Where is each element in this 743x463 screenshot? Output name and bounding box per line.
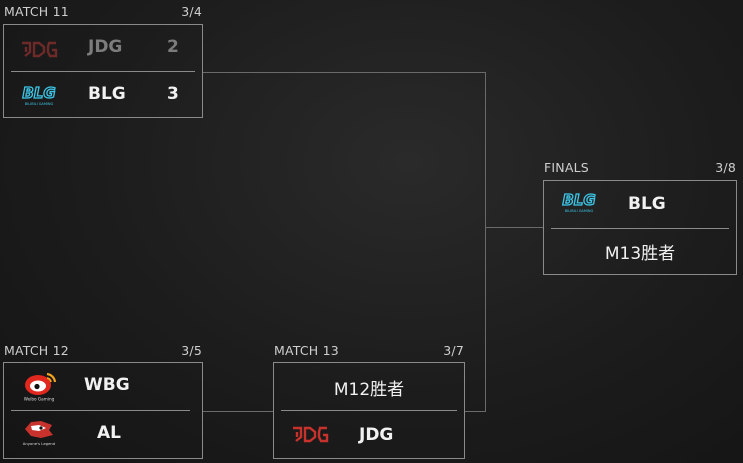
connector-m13-h: [465, 411, 486, 412]
match-12-date: 3/5: [181, 343, 202, 358]
match-13-team2-name: JDG: [359, 425, 394, 445]
match-12-label: MATCH 12: [4, 343, 69, 358]
finals-card[interactable]: BLG BILIBILI GAMING BLG M13胜者: [543, 180, 737, 275]
match-11-card[interactable]: JDG 2 BLG BILIBILI GAMING BLG 3: [3, 24, 203, 118]
match-13-team2-row[interactable]: JDG: [274, 411, 464, 458]
jdg-logo-icon: [19, 34, 59, 62]
match-11-date: 3/4: [181, 4, 202, 19]
match-13-date: 3/7: [443, 343, 464, 358]
finals-team2-name: M13胜者: [604, 244, 676, 264]
blg-logo-icon: BLG BILIBILI GAMING: [19, 81, 59, 109]
finals-separator: [551, 228, 729, 229]
match-12-card[interactable]: Weibo Gaming WBG Anyone's Legend AL: [3, 362, 203, 459]
match-11-separator: [11, 71, 195, 72]
svg-text:BILIBILI GAMING: BILIBILI GAMING: [25, 102, 54, 106]
match-12-team2-row[interactable]: Anyone's Legend AL: [4, 411, 202, 458]
al-logo-icon: Anyone's Legend: [19, 416, 59, 448]
match-13-header: MATCH 13 3/7: [273, 343, 465, 359]
jdg-logo-icon: [290, 419, 330, 447]
match-13-card[interactable]: M12胜者 JDG: [273, 362, 465, 459]
connector-vertical: [485, 72, 486, 412]
finals-label: FINALS: [544, 160, 589, 175]
match-11-team1-row[interactable]: JDG 2: [4, 25, 202, 72]
finals-header: FINALS 3/8: [543, 160, 737, 176]
match-12[interactable]: MATCH 12 3/5 Weibo Gaming WBG: [3, 343, 203, 459]
svg-text:Anyone's Legend: Anyone's Legend: [23, 441, 56, 446]
match-13-team1-row[interactable]: M12胜者: [274, 363, 464, 410]
connector-m11-h: [203, 72, 485, 73]
finals-team1-row[interactable]: BLG BILIBILI GAMING BLG: [544, 181, 736, 228]
svg-text:BLG: BLG: [22, 84, 55, 102]
match-finals[interactable]: FINALS 3/8 BLG BILIBILI GAMING BLG M13胜者: [543, 160, 737, 275]
match-11-team1-name: JDG: [88, 37, 123, 57]
match-11-label: MATCH 11: [4, 4, 69, 19]
wbg-logo-icon: Weibo Gaming: [19, 370, 59, 402]
match-13[interactable]: MATCH 13 3/7 M12胜者 JDG: [273, 343, 465, 459]
match-11-team2-score: 3: [167, 84, 179, 104]
svg-text:BILIBILI GAMING: BILIBILI GAMING: [565, 209, 594, 213]
svg-text:Weibo Gaming: Weibo Gaming: [24, 397, 55, 402]
match-13-label: MATCH 13: [274, 343, 339, 358]
match-13-separator: [281, 410, 457, 411]
match-11-team2-row[interactable]: BLG BILIBILI GAMING BLG 3: [4, 72, 202, 119]
match-12-team1-name: WBG: [84, 375, 130, 395]
match-11-team1-score: 2: [167, 37, 179, 57]
match-12-separator: [11, 410, 190, 411]
connector-finals-h: [485, 227, 543, 228]
match-11-header: MATCH 11 3/4: [3, 4, 203, 20]
match-11[interactable]: MATCH 11 3/4 JDG 2 BLG BILIBI: [3, 4, 203, 118]
blg-logo-icon: BLG BILIBILI GAMING: [559, 188, 599, 216]
connector-m12-m13: [203, 411, 273, 412]
finals-team2-row[interactable]: M13胜者: [544, 229, 736, 276]
finals-team1-name: BLG: [628, 194, 666, 214]
match-12-team2-name: AL: [97, 423, 121, 443]
match-13-team1-name: M12胜者: [333, 380, 405, 400]
match-12-team1-row[interactable]: Weibo Gaming WBG: [4, 363, 202, 410]
svg-text:BLG: BLG: [562, 191, 595, 209]
match-12-header: MATCH 12 3/5: [3, 343, 203, 359]
finals-date: 3/8: [715, 160, 736, 175]
match-11-team2-name: BLG: [88, 84, 126, 104]
